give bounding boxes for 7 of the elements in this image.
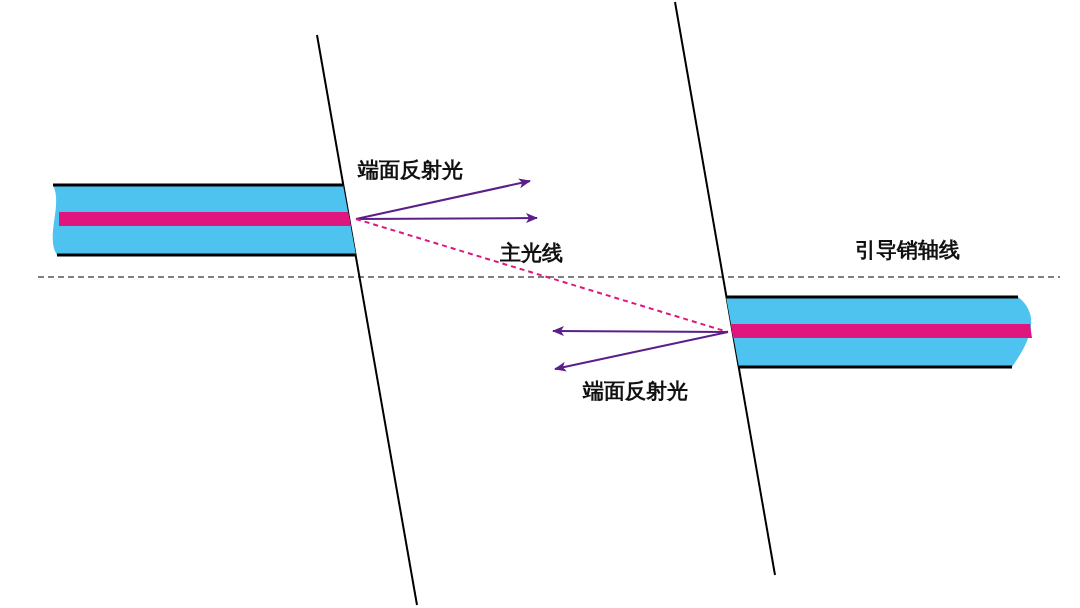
arrow bbox=[355, 178, 531, 220]
text-label: 引导销轴线 bbox=[855, 237, 960, 263]
text-label: 端面反射光 bbox=[583, 378, 688, 404]
arrow bbox=[552, 326, 729, 337]
arrow bbox=[554, 331, 729, 372]
edge-label: 主光线 bbox=[500, 240, 563, 266]
text-label: 端面反射光 bbox=[358, 157, 463, 183]
